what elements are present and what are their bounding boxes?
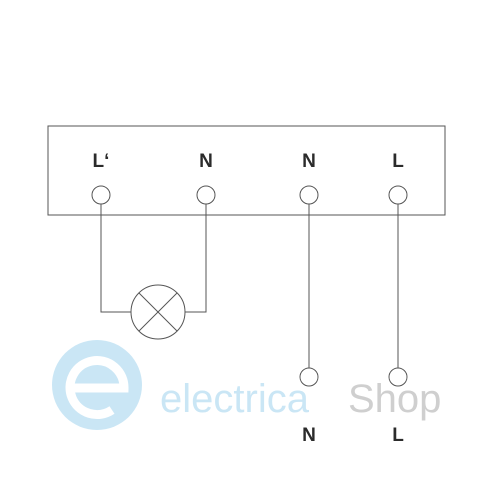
label-lamp-out: L‘ (93, 151, 110, 172)
terminal-supply-line (388, 367, 408, 387)
wire-lamp-return (185, 204, 207, 313)
wire-lamp-out (100, 204, 131, 313)
label-line-in: L (392, 151, 404, 172)
terminal-lamp-out (91, 185, 111, 205)
terminal-neutral-box (196, 185, 216, 205)
label-supply-line: L (392, 425, 404, 446)
watermark-brand-part1: electrica (160, 377, 310, 421)
terminal-supply-neutral (299, 367, 319, 387)
e-logo-icon (52, 340, 142, 430)
label-supply-neutral: N (302, 425, 316, 446)
label-neutral-in: N (302, 151, 316, 172)
terminal-line-in (388, 185, 408, 205)
terminal-neutral-in (299, 185, 319, 205)
watermark-logo: electrica Shop (52, 340, 441, 430)
lamp-icon (130, 284, 186, 340)
device-box (47, 125, 446, 216)
label-neutral-box: N (199, 151, 213, 172)
